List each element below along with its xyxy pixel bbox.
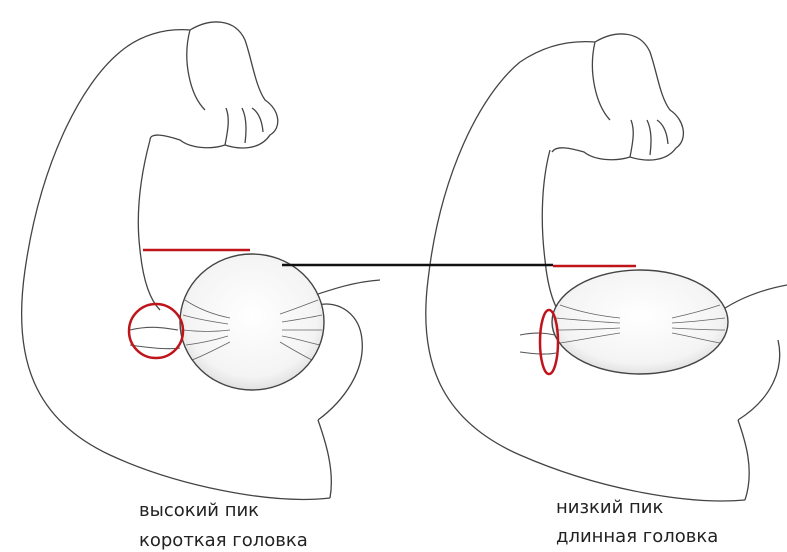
left-short-head-circle	[129, 304, 183, 358]
right-arm-illustration	[426, 34, 787, 501]
left-caption-peak: высокий пик	[139, 498, 259, 524]
right-fist	[552, 34, 683, 160]
right-caption-peak: низкий пик	[556, 495, 663, 521]
right-biceps-muscle	[552, 270, 728, 374]
right-torso-outline	[738, 340, 780, 500]
left-forearm-top	[120, 30, 190, 52]
left-arm-illustration	[22, 22, 380, 499]
right-elbow-crease	[520, 333, 556, 354]
right-forearm-top	[520, 42, 595, 62]
right-long-head-ellipse	[540, 310, 558, 374]
right-forearm-inner	[542, 150, 565, 320]
left-fist	[150, 22, 278, 148]
left-elbow-crease	[130, 327, 180, 349]
right-caption-head: длинная головка	[556, 524, 718, 550]
left-caption-head: короткая головка	[139, 528, 308, 552]
left-forearm-inner	[138, 140, 160, 310]
left-biceps-muscle	[180, 254, 324, 390]
left-torso-outline	[318, 304, 362, 498]
